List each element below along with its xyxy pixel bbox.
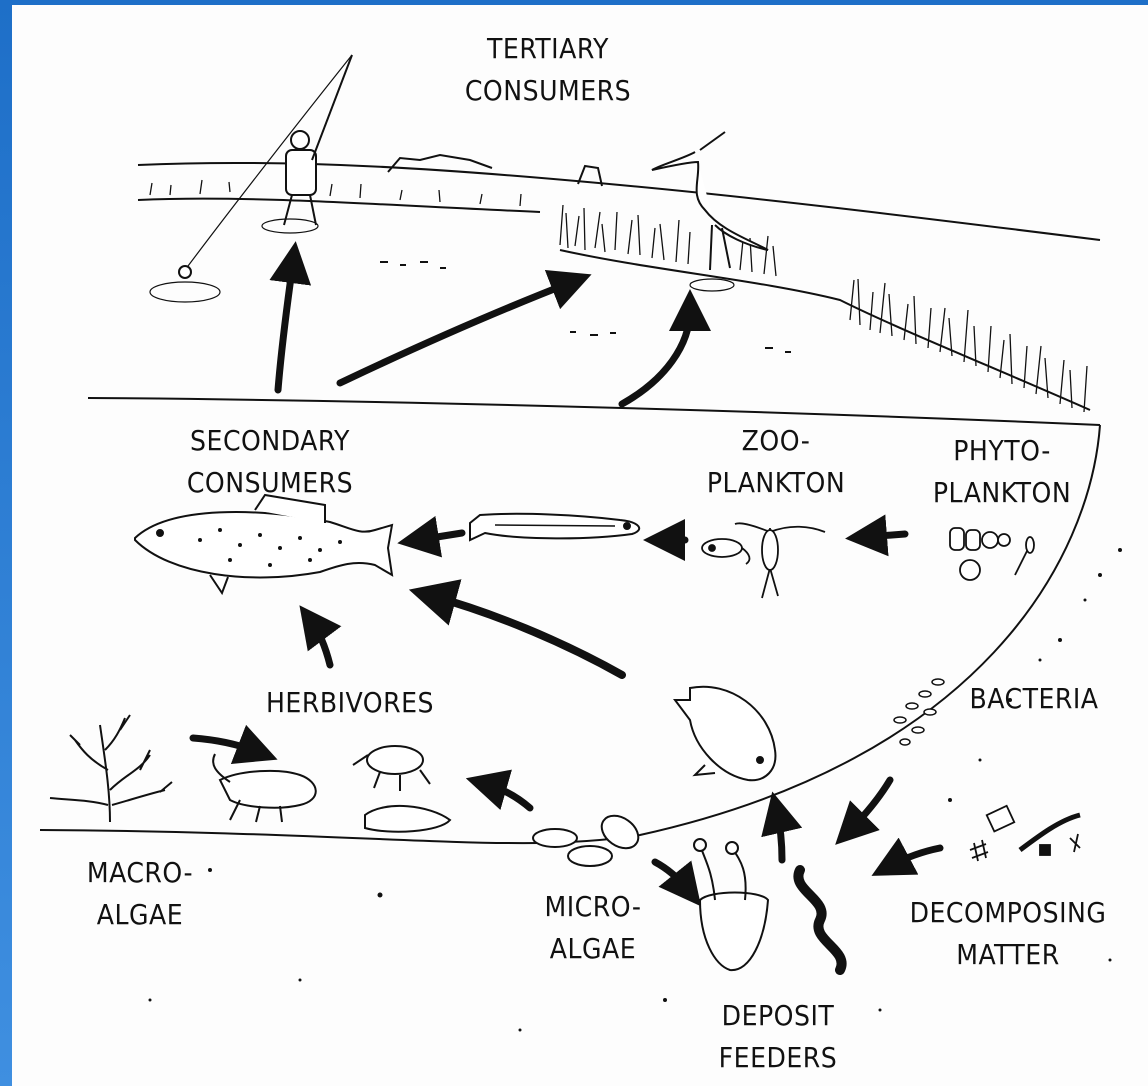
label-zooplankton: ZOO-PLANKTON <box>707 424 845 499</box>
label-bacteria: BACTERIA <box>969 682 1098 715</box>
deposit-feeders-illustration <box>694 839 842 970</box>
arrow-deposit-to-sunfish <box>777 812 782 860</box>
arrow-microalgae-to-herbivores <box>486 784 530 808</box>
forage-fish-illustration <box>470 514 639 540</box>
microalgae-illustration <box>533 809 644 866</box>
label-microalgae: MICRO-ALGAE <box>545 890 642 965</box>
arrow-decomposing-to-deposit <box>890 848 940 866</box>
arrow-bacteria-to-deposit <box>850 780 890 830</box>
near-shoreline <box>138 199 540 212</box>
arrow-herbivores-to-trout <box>312 622 330 665</box>
macroalgae-illustration <box>50 715 172 822</box>
label-herbivores: HERBIVORES <box>266 686 434 719</box>
label-macroalgae: MACRO-ALGAE <box>87 856 193 931</box>
fisherman-illustration <box>150 55 352 302</box>
trout-illustration <box>135 495 392 593</box>
sunfish-illustration <box>675 687 775 781</box>
heron-illustration <box>652 132 768 291</box>
herbivore-crustaceans <box>213 746 450 832</box>
far-shoreline <box>138 163 1100 240</box>
decomposing-matter-illustration <box>970 806 1080 861</box>
bacteria-illustration <box>894 679 944 745</box>
arrow-sunfish-to-trout <box>432 596 622 675</box>
label-phytoplankton: PHYTO-PLANKTON <box>933 434 1071 509</box>
arrow-macroalgae-to-herbivores <box>193 738 258 752</box>
phytoplankton-illustration <box>950 528 1034 580</box>
arrow-microalgae-to-deposit <box>655 862 688 890</box>
water-surface-line <box>88 398 1100 425</box>
zooplankton-illustration <box>702 523 825 598</box>
arrow-secondary-to-fisherman <box>278 262 293 390</box>
marsh-bank <box>560 250 1090 410</box>
arrow-phyto-to-zoo <box>866 534 905 537</box>
arrow-zooplankton-to-heron <box>622 310 690 404</box>
arrow-forage-fish-to-trout <box>418 533 462 540</box>
arrow-secondary-to-heron <box>340 282 572 383</box>
